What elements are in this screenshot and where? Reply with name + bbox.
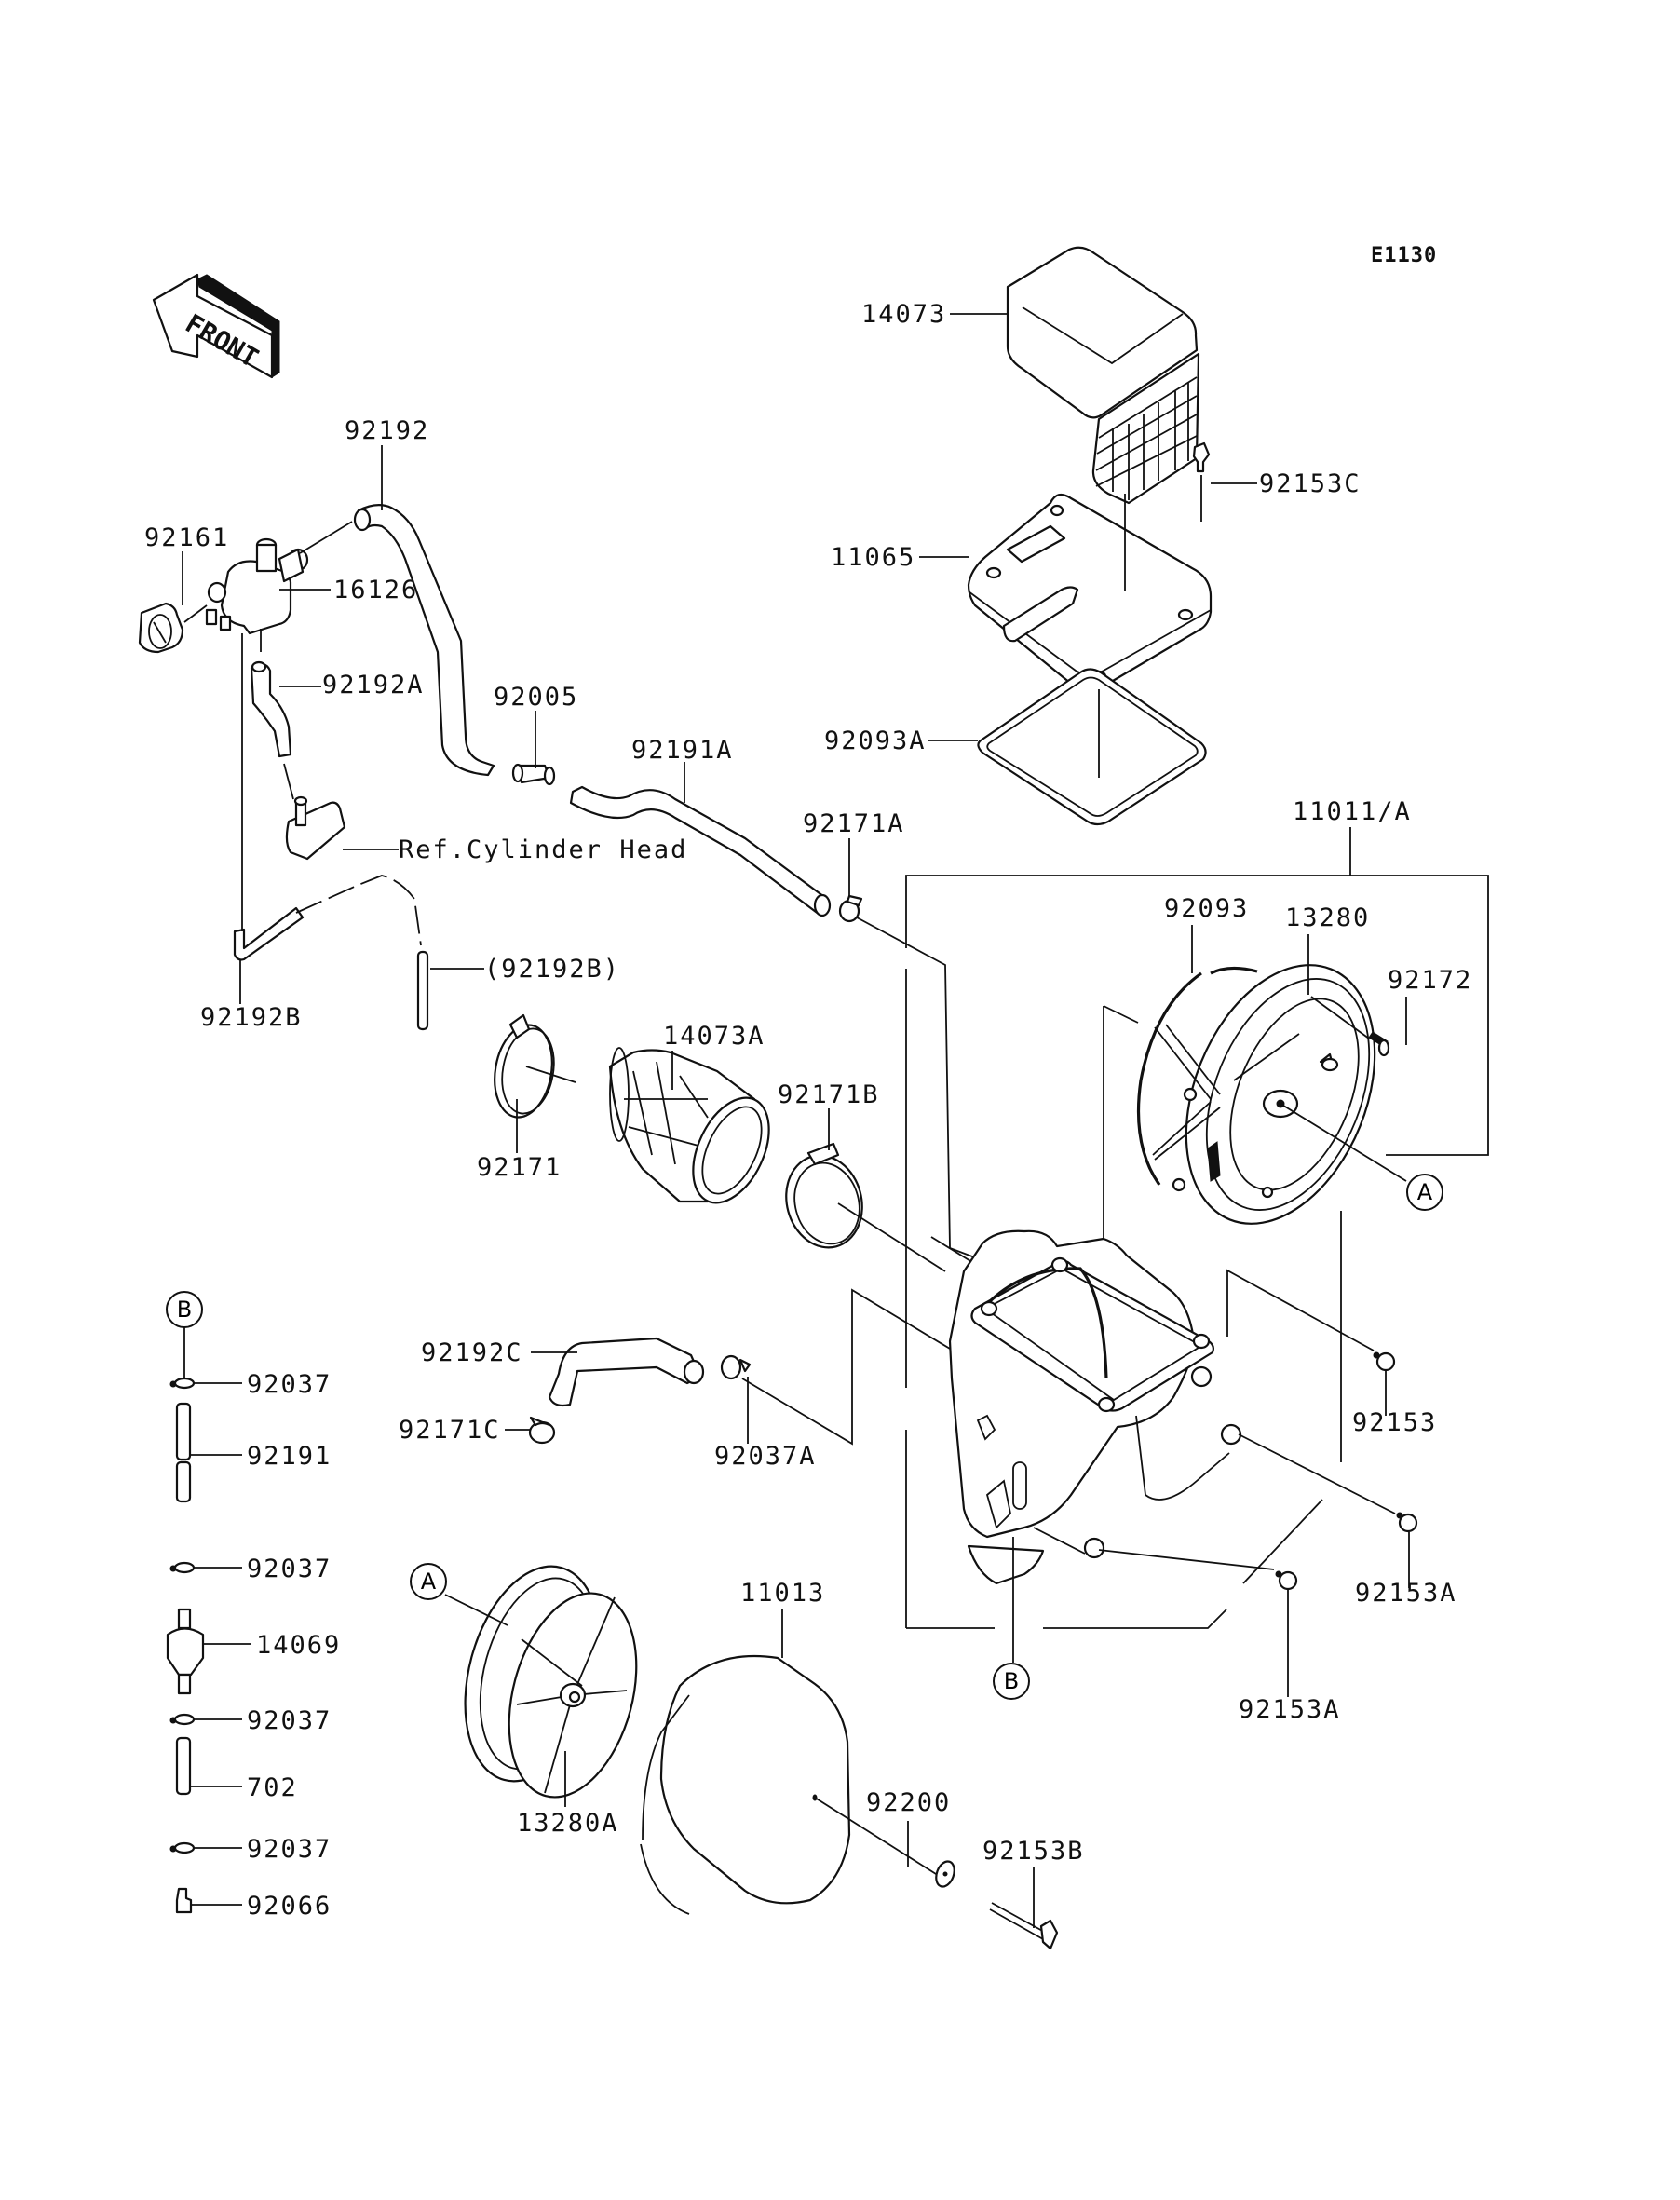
part-label-92191A[interactable]: 92191A (631, 736, 734, 765)
hose-702 (175, 1736, 192, 1796)
filter-holder-13280 (1136, 964, 1376, 1225)
callout-b-left: B (166, 1291, 203, 1328)
clip-92037-2 (169, 1561, 196, 1574)
filter-element-11013 (640, 1654, 851, 1915)
screw-92172 (1368, 1031, 1390, 1057)
drain-reservoir-14069 (166, 1608, 205, 1695)
part-label-92200[interactable]: 92200 (866, 1788, 952, 1817)
drain-kit-label-14069[interactable]: 14069 (256, 1631, 342, 1660)
part-label-92192B-ref[interactable]: (92192B) (484, 955, 621, 984)
part-label-92192B[interactable]: 92192B (200, 1003, 303, 1032)
hose-92192C (548, 1337, 705, 1407)
drain-kit-label-92066[interactable]: 92066 (247, 1892, 332, 1921)
air-switching-valve-16126 (205, 537, 309, 635)
bolt-92153A-right (1396, 1512, 1418, 1533)
part-label-14073A[interactable]: 14073A (663, 1022, 765, 1051)
part-label-92171C[interactable]: 92171C (399, 1416, 501, 1445)
wing-bolt-92153B (989, 1902, 1059, 1950)
gasket-92093A (977, 668, 1207, 826)
part-label-92005[interactable]: 92005 (494, 683, 579, 712)
part-label-92153A-right[interactable]: 92153A (1355, 1579, 1457, 1608)
plug-92066 (175, 1887, 193, 1914)
drain-kit-label-92037-3[interactable]: 92037 (247, 1706, 332, 1735)
bolt-92153A-bottom (1275, 1570, 1298, 1591)
reed-valve-cover (285, 795, 346, 861)
part-label-92037A[interactable]: 92037A (714, 1442, 817, 1471)
drain-kit-label-92037-4[interactable]: 92037 (247, 1835, 332, 1864)
hose-92192B (233, 906, 429, 1031)
part-label-92153B[interactable]: 92153B (982, 1837, 1085, 1866)
clamp-92171A (838, 894, 863, 923)
front-arrow-icon: FRONT (152, 273, 280, 379)
drain-kit (166, 1327, 251, 1914)
washer-92200 (935, 1860, 955, 1888)
clamp-92171 (494, 1013, 555, 1119)
air-cleaner-housing-11011 (948, 1229, 1242, 1585)
intake-duct-14073A (608, 1047, 770, 1204)
part-label-13280A[interactable]: 13280A (517, 1809, 619, 1838)
clamp-92171C (528, 1416, 556, 1445)
hose-92191-bottom (175, 1460, 192, 1503)
clip-92037-3 (169, 1713, 196, 1726)
part-label-92171[interactable]: 92171 (477, 1153, 562, 1182)
part-label-92192A[interactable]: 92192A (322, 671, 425, 699)
part-label-11013[interactable]: 11013 (740, 1579, 826, 1608)
reference-note: Ref.Cylinder Head (399, 835, 688, 864)
part-label-13280[interactable]: 13280 (1285, 903, 1371, 932)
part-label-92161[interactable]: 92161 (144, 523, 230, 552)
callout-b-center: B (993, 1663, 1030, 1700)
drain-kit-label-92037-1[interactable]: 92037 (247, 1370, 332, 1399)
part-label-92153[interactable]: 92153 (1352, 1408, 1438, 1437)
clamp-92037A (720, 1354, 752, 1380)
hose-92192A (250, 660, 292, 758)
part-label-92172[interactable]: 92172 (1388, 966, 1473, 995)
cap-92161 (138, 602, 184, 654)
leader-lines-top (905, 313, 1489, 1629)
part-label-92093A[interactable]: 92093A (824, 727, 927, 755)
part-label-92171A[interactable]: 92171A (803, 809, 905, 838)
drain-kit-label-702[interactable]: 702 (247, 1773, 298, 1802)
part-label-11065[interactable]: 11065 (831, 543, 916, 572)
bolt-92153 (1373, 1351, 1396, 1372)
element-frame-13280A (464, 1565, 638, 1799)
drain-kit-label-92191[interactable]: 92191 (247, 1442, 332, 1471)
callout-a-lower: A (410, 1563, 447, 1600)
clip-92037-4 (169, 1841, 196, 1854)
part-label-14073[interactable]: 14073 (861, 300, 947, 329)
hose-92192 (353, 504, 495, 777)
callout-a-upper: A (1406, 1174, 1443, 1211)
clip-92037-1 (169, 1377, 196, 1390)
part-label-92171B[interactable]: 92171B (778, 1080, 880, 1109)
cover-plate-11065 (967, 493, 1213, 692)
part-label-16126[interactable]: 16126 (333, 576, 419, 604)
drain-kit-label-92037-2[interactable]: 92037 (247, 1555, 332, 1583)
clamp-92171B (785, 1142, 863, 1249)
part-label-92153C[interactable]: 92153C (1259, 469, 1362, 498)
intake-duct-14073 (1006, 246, 1200, 505)
part-label-92093[interactable]: 92093 (1164, 894, 1250, 923)
part-label-11011A[interactable]: 11011/A (1293, 797, 1412, 826)
connector-92005 (511, 763, 556, 786)
hose-92191A (569, 785, 832, 917)
part-label-92192C[interactable]: 92192C (421, 1338, 523, 1367)
hose-92191-top (175, 1402, 192, 1461)
bolt-92153C (1192, 441, 1211, 522)
part-label-92153A-bottom[interactable]: 92153A (1239, 1695, 1341, 1724)
diagram-code: E1130 (1371, 244, 1438, 267)
part-label-92192[interactable]: 92192 (345, 416, 430, 445)
